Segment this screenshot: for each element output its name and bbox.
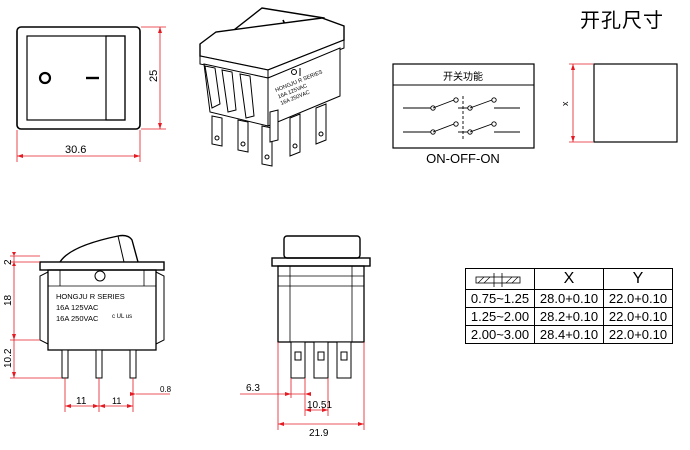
switch-schematic-icon xyxy=(403,96,520,140)
page-title: 开孔尺寸 xyxy=(580,8,664,32)
front-view: 30.6 25 xyxy=(16,26,166,162)
side-view: HONGJU R SERIES 16A 125VAC 16A 250VAC c … xyxy=(3,234,172,412)
table-row: 1.25~2.00 28.2+0.10 22.0+0.10 xyxy=(465,307,673,326)
side-dim-thickness: 0.8 xyxy=(160,385,172,394)
front-height-dim: 25 xyxy=(148,70,160,82)
cutout-size-table: X Y 0.75~1.25 28.0+0.10 22.0+0.10 1.25~2… xyxy=(465,268,673,344)
cutout-x-label: x xyxy=(560,101,570,106)
side-dim-pitch-2: 11 xyxy=(112,396,121,406)
table-header-x: X xyxy=(534,268,604,290)
table-cell: 2.00~3.00 xyxy=(465,325,535,344)
side-label-line-2: 16A 125VAC xyxy=(56,303,99,312)
table-row: 0.75~1.25 28.0+0.10 22.0+0.10 xyxy=(465,289,673,308)
end-dim-width: 21.9 xyxy=(309,428,329,439)
side-label-line-1: HONGJU R SERIES xyxy=(56,292,125,301)
ul-mark-icon: c UL us xyxy=(112,314,132,320)
table-cell: 22.0+0.10 xyxy=(603,325,673,344)
table-header-y: Y xyxy=(603,268,673,290)
function-caption: ON-OFF-ON xyxy=(426,151,500,166)
side-dim-top: 2 xyxy=(3,259,14,265)
panel-cutout: x xyxy=(560,63,678,143)
table-cell: 0.75~1.25 xyxy=(465,289,535,308)
table-header-row: X Y xyxy=(465,268,673,290)
table-cell: 28.2+0.10 xyxy=(534,307,604,326)
front-width-dim: 30.6 xyxy=(65,144,86,156)
table-row: 2.00~3.00 28.4+0.10 22.0+0.10 xyxy=(465,325,673,344)
side-dim-mid: 18 xyxy=(3,294,14,306)
table-cell: 28.0+0.10 xyxy=(534,289,604,308)
side-label-line-3: 16A 250VAC xyxy=(56,314,99,323)
function-box-title: 开关功能 xyxy=(443,70,483,83)
side-dim-pitch-1: 11 xyxy=(76,396,87,407)
side-dim-low: 10.2 xyxy=(3,348,14,368)
table-cell: 22.0+0.10 xyxy=(603,289,673,308)
end-dim-terminal: 6.3 xyxy=(246,383,260,394)
end-view: 6.3 10.51 21.9 xyxy=(240,235,371,439)
off-symbol-icon xyxy=(38,71,52,85)
isometric-view: HONGJU R SERIES 16A 125VAC 16A 250VAC xyxy=(199,7,345,167)
table-cell: 28.4+0.10 xyxy=(534,325,604,344)
table-cell: 22.0+0.10 xyxy=(603,307,673,326)
table-cell: 1.25~2.00 xyxy=(465,307,535,326)
table-header-thickness xyxy=(465,268,535,290)
end-dim-pitch: 10.51 xyxy=(307,400,332,411)
switch-function-box: 开关功能 ON-OFF-ON xyxy=(392,63,535,166)
